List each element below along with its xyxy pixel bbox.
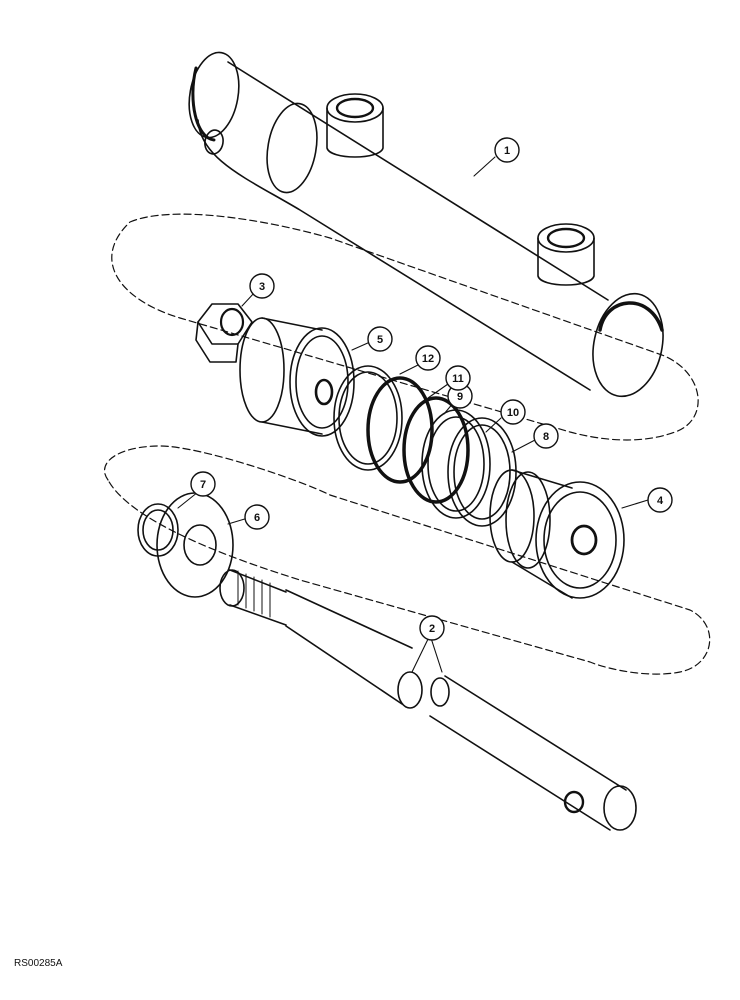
- svg-text:3: 3: [259, 281, 265, 293]
- svg-text:6: 6: [254, 512, 260, 524]
- svg-text:2: 2: [429, 623, 435, 635]
- svg-text:11: 11: [452, 373, 464, 385]
- piston-rod: [219, 569, 637, 831]
- svg-text:9: 9: [457, 391, 463, 403]
- backup-ring-10: [421, 409, 491, 519]
- backup-ring-10-inner: [427, 416, 485, 512]
- gland-head: [239, 317, 355, 437]
- svg-text:10: 10: [507, 407, 519, 419]
- washer-6-hole: [183, 524, 217, 566]
- piston-seal-8-inner: [453, 424, 511, 520]
- callout-10: 10: [500, 399, 526, 425]
- callout-2: 2: [419, 615, 445, 641]
- callout-7: 7: [190, 471, 216, 497]
- callout-3: 3: [249, 273, 275, 299]
- dashed-group-outline-upper: [111, 213, 699, 441]
- callout-8: 8: [533, 423, 559, 449]
- callout-4: 4: [647, 487, 673, 513]
- callout-5: 5: [367, 326, 393, 352]
- callout-6: 6: [244, 504, 270, 530]
- seal-ring-12: [333, 365, 403, 471]
- o-ring-9: [402, 396, 470, 504]
- small-ring-7-inner: [142, 509, 174, 551]
- svg-text:8: 8: [543, 431, 549, 443]
- svg-text:12: 12: [422, 353, 434, 365]
- svg-text:5: 5: [377, 334, 383, 346]
- piston: [489, 469, 625, 599]
- cylinder-barrel: [188, 51, 664, 398]
- svg-text:1: 1: [504, 145, 510, 157]
- callout-11: 11: [445, 365, 471, 391]
- callout-1: 1: [494, 137, 520, 163]
- svg-text:4: 4: [657, 495, 664, 507]
- svg-text:7: 7: [200, 479, 206, 491]
- o-ring-11: [366, 376, 434, 484]
- figure-reference-code: RS00285A: [14, 958, 63, 969]
- hex-nut: [195, 303, 253, 363]
- callout-12: 12: [415, 345, 441, 371]
- seal-ring-12-inner: [338, 371, 398, 465]
